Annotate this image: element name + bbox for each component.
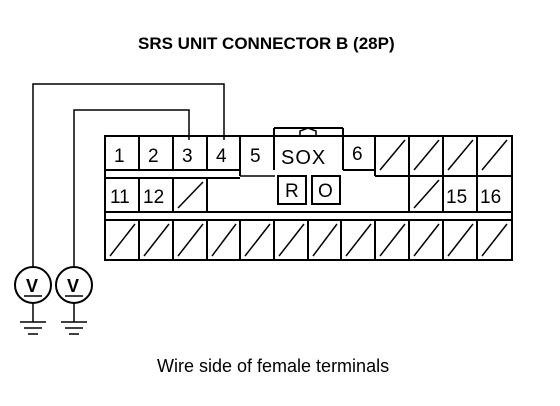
pin-12: 12 [143, 187, 164, 208]
voltmeter-left-symbol: V [26, 276, 38, 296]
pin-15: 15 [446, 187, 467, 208]
hatched-cell-row2-right [413, 179, 440, 209]
short-o-label: O [318, 181, 333, 202]
short-bar-o [311, 175, 341, 205]
hatched-cells-bottom-row [109, 220, 508, 260]
wire-pin3 [73, 109, 190, 268]
wire-pin4 [32, 83, 225, 268]
pin-1: 1 [114, 146, 125, 167]
voltmeter-right: V [55, 266, 93, 335]
pin-4: 4 [216, 146, 227, 167]
diagram-title: SRS UNIT CONNECTOR B (28P) [138, 34, 395, 53]
short-r-label: R [285, 181, 299, 202]
pin-16: 16 [480, 187, 501, 208]
pin-11: 11 [110, 187, 130, 208]
hatched-cells-row1 [379, 139, 508, 171]
pin-3: 3 [182, 146, 193, 167]
voltmeter-left: V [14, 266, 52, 335]
diagram-caption: Wire side of female terminals [157, 356, 389, 376]
hatched-cell-row2-left [177, 181, 204, 209]
pin-6: 6 [352, 144, 363, 165]
short-bar-r [277, 175, 307, 205]
pin-2: 2 [148, 146, 159, 167]
sox-label: SOX [281, 147, 326, 169]
voltmeter-right-symbol: V [67, 276, 79, 296]
pin-5: 5 [250, 146, 261, 167]
lock-tab-icon [299, 127, 317, 136]
